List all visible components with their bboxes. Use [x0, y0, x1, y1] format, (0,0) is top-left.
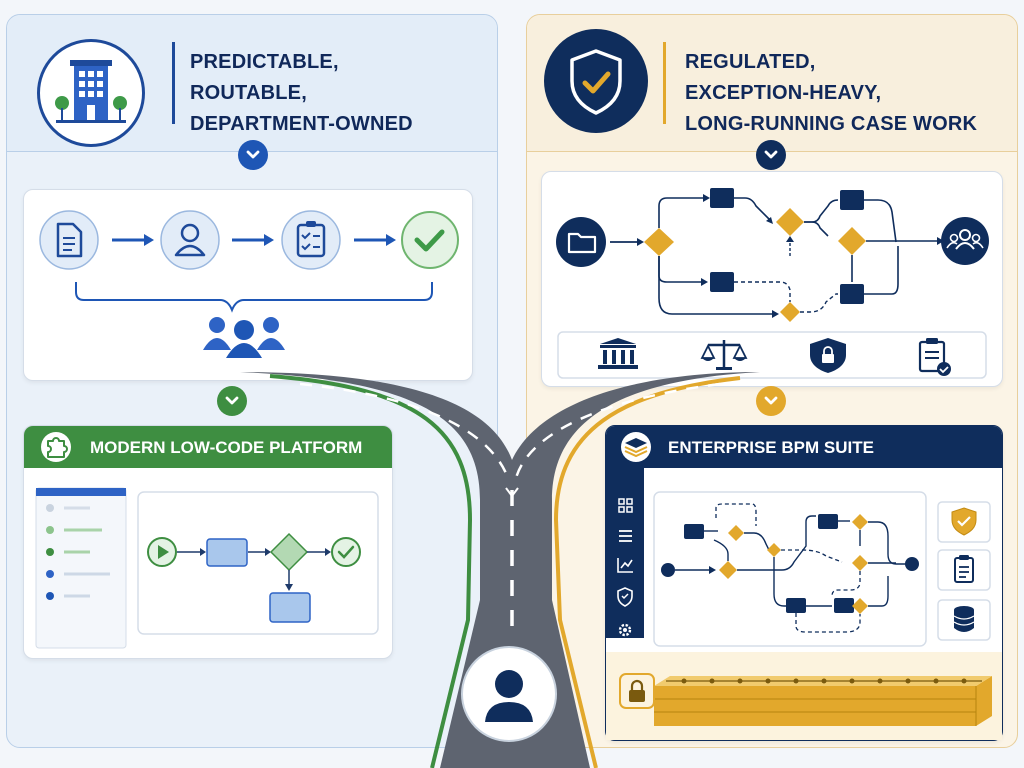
play-icon — [147, 537, 177, 567]
left-panel: PREDICTABLE, ROUTABLE, DEPARTMENT-OWNED — [6, 14, 498, 748]
chevron-down-icon — [756, 386, 786, 416]
person-icon — [461, 646, 557, 742]
people-group-icon — [941, 217, 989, 265]
low-code-editor — [35, 487, 379, 649]
team-icon — [203, 317, 285, 358]
bpm-suite-card: ENTERPRISE BPM SUITE — [605, 425, 1003, 741]
right-panel: REGULATED, EXCEPTION-HEAVY, LONG-RUNNING… — [526, 14, 1018, 748]
shield-check-icon — [544, 29, 648, 133]
checklist-icon — [281, 210, 341, 270]
folder-icon — [556, 217, 606, 267]
left-header: PREDICTABLE, ROUTABLE, DEPARTMENT-OWNED — [7, 15, 497, 152]
secured-data-layer — [606, 652, 1002, 740]
bpm-tool-column — [937, 501, 991, 641]
arrow-icon — [354, 234, 396, 246]
chevron-down-icon — [238, 140, 268, 170]
chevron-down-icon — [756, 140, 786, 170]
right-heading-line-1: REGULATED, — [685, 51, 816, 73]
right-heading: REGULATED, EXCEPTION-HEAVY, LONG-RUNNING… — [685, 47, 977, 140]
document-icon — [39, 210, 99, 270]
compliance-doc-icon — [918, 338, 951, 376]
shield-check-icon[interactable] — [951, 507, 977, 536]
left-flow-card — [23, 189, 473, 381]
lock-icon — [619, 673, 655, 709]
right-header: REGULATED, EXCEPTION-HEAVY, LONG-RUNNING… — [527, 15, 1017, 152]
low-code-platform-card: MODERN LOW-CODE PLATFORM — [23, 425, 393, 659]
user-icon — [160, 210, 220, 270]
case-flow-card — [541, 171, 1003, 387]
left-heading-line-2: ROUTABLE, — [190, 82, 307, 104]
clipboard-icon[interactable] — [954, 555, 974, 583]
arrow-icon — [232, 234, 274, 246]
scales-icon — [700, 340, 748, 370]
check-circle-icon — [401, 211, 459, 269]
left-header-divider — [172, 42, 175, 124]
right-heading-line-2: EXCEPTION-HEAVY, — [685, 82, 882, 104]
chevron-down-icon — [217, 386, 247, 416]
database-icon[interactable] — [953, 606, 975, 632]
building-icon — [37, 39, 145, 147]
right-heading-line-3: LONG-RUNNING CASE WORK — [685, 113, 978, 135]
arrow-icon — [112, 234, 154, 246]
bpm-nav-rail — [606, 468, 644, 638]
left-heading: PREDICTABLE, ROUTABLE, DEPARTMENT-OWNED — [190, 47, 413, 140]
bpm-process-canvas — [653, 491, 927, 647]
workflow-canvas — [137, 491, 379, 635]
left-heading-line-1: PREDICTABLE, — [190, 51, 339, 73]
bank-icon — [598, 338, 638, 369]
component-sidebar — [35, 487, 127, 649]
right-header-divider — [663, 42, 666, 124]
puzzle-icon — [41, 432, 71, 462]
left-heading-line-3: DEPARTMENT-OWNED — [190, 113, 413, 135]
shield-lock-icon — [810, 338, 846, 373]
compliance-icon-strip — [557, 331, 987, 379]
